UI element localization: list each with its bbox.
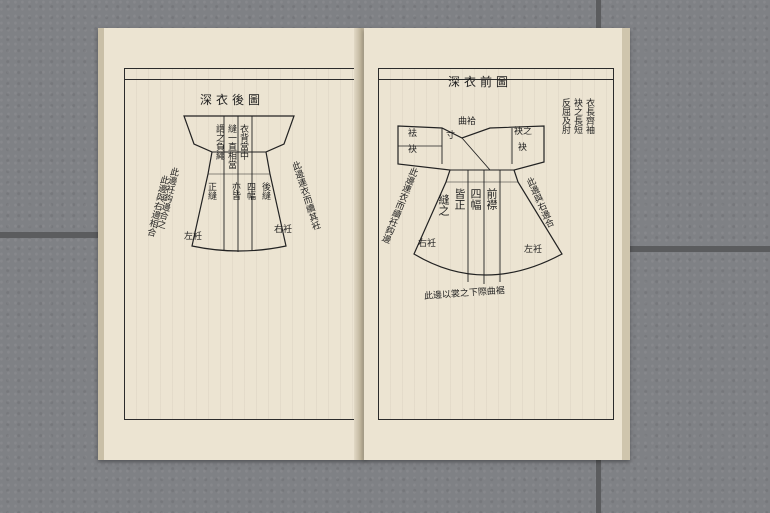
floor-joint <box>596 458 601 513</box>
label-sleeve-end: 袂之 <box>514 127 533 137</box>
label-back-center: 衣背當中 <box>238 124 248 160</box>
label-back-seam: 後縫 <box>260 182 270 200</box>
right-page: 深衣前圖 曲袷 寸 袪 袂 袂之 袂 前襟 四幅 皆正 縫之 右衽 左衽 此邊連… <box>364 28 630 460</box>
label-four-panels-front: 四幅 <box>469 188 482 210</box>
label-four-panels: 四幅 <box>245 182 255 200</box>
label-also-straight: 亦皆 <box>230 182 240 200</box>
left-page: 深衣後圖 衣背當中 縫一直相當 謂之負繩 後縫 四幅 亦皆 正縫 左衽 右衽 此… <box>98 28 366 460</box>
label-right-skirt: 右衽 <box>274 225 293 235</box>
label-inch: 寸 <box>446 131 456 141</box>
label-left-skirt-front: 左衽 <box>524 245 543 255</box>
title-rule <box>125 79 355 80</box>
label-continued: 縫之 <box>437 194 450 216</box>
floor-joint <box>596 0 601 35</box>
title-rule <box>379 79 613 80</box>
label-sleeve-left-2: 袂 <box>408 145 418 155</box>
back-robe-diagram <box>183 115 295 252</box>
label-called-straight: 謂之負繩 <box>214 124 224 160</box>
label-sleeve-right: 袂 <box>518 143 528 153</box>
left-page-title: 深衣後圖 <box>200 93 265 107</box>
label-straight-seam: 正縫 <box>206 182 216 200</box>
label-curved-collar: 曲袷 <box>458 117 477 127</box>
label-top-note-3: 反屈及肘 <box>560 98 570 134</box>
floor-joint <box>628 246 770 252</box>
label-sleeve-left: 袪 <box>408 129 418 139</box>
label-all-straight: 皆正 <box>453 188 466 210</box>
left-page-frame <box>124 68 356 420</box>
right-page-title: 深衣前圖 <box>448 75 513 89</box>
label-top-note-1: 衣長齊袖 <box>584 98 594 134</box>
label-seam-straight: 縫一直相當 <box>226 124 236 169</box>
floor-joint <box>0 232 100 238</box>
open-book: 深衣後圖 衣背當中 縫一直相當 謂之負繩 後縫 四幅 亦皆 正縫 左衽 右衽 此… <box>92 28 632 462</box>
front-robe-diagram <box>397 125 563 284</box>
label-left-skirt: 左衽 <box>184 232 203 242</box>
label-right-skirt-front: 右衽 <box>418 239 437 249</box>
label-front-placket: 前襟 <box>485 188 498 210</box>
label-top-note-2: 袂之長短 <box>572 98 582 134</box>
